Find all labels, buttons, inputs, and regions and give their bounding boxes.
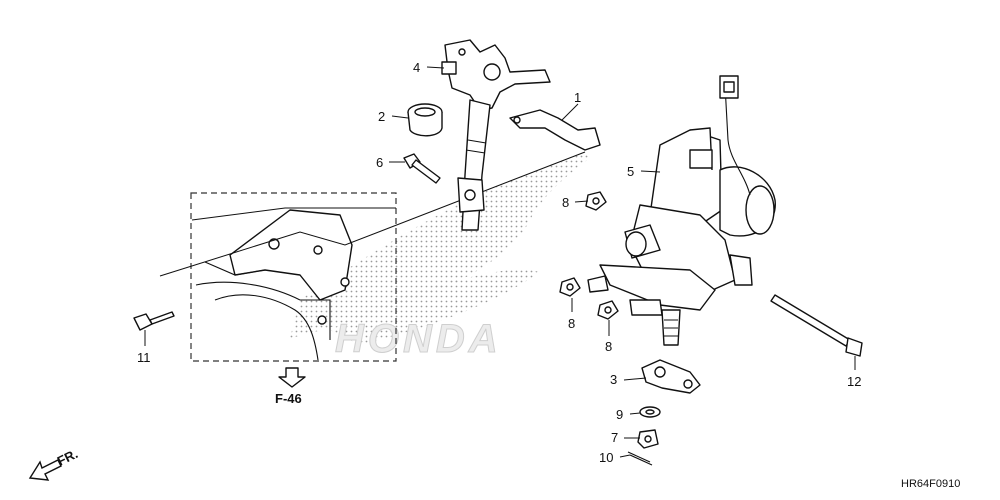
down-arrow-icon <box>278 367 306 388</box>
reference-f46[interactable]: F-46 <box>275 367 306 406</box>
callout-6: 6 <box>376 155 383 170</box>
steering-bracket-part <box>441 39 551 111</box>
callout-12: 12 <box>847 374 861 389</box>
callout-7: 7 <box>611 430 618 445</box>
frame-reference-box <box>190 192 397 362</box>
callout-3: 3 <box>610 372 617 387</box>
reference-label: F-46 <box>275 391 302 406</box>
cotter-pin-part <box>627 451 653 466</box>
callout-2: 2 <box>378 109 385 124</box>
bolt-6-part <box>403 153 441 184</box>
pitman-arm-part <box>641 359 701 394</box>
front-arrow-icon <box>28 459 62 481</box>
honda-watermark-text: HONDA <box>335 317 502 361</box>
callout-10: 10 <box>599 450 613 465</box>
nut-8b-part <box>559 277 581 297</box>
eps-motor-unit-part <box>587 75 776 346</box>
callout-8c: 8 <box>605 339 612 354</box>
bolt-12-part <box>770 294 863 357</box>
nut-8a-part <box>585 191 607 211</box>
callout-11: 11 <box>137 350 151 365</box>
seal-ring-part <box>407 103 443 137</box>
front-indicator: FR. <box>28 446 80 481</box>
callout-1: 1 <box>574 90 581 105</box>
callout-8b: 8 <box>568 316 575 331</box>
nut-8c-part <box>597 300 619 320</box>
washer-9-part <box>639 406 661 418</box>
honda-wing-watermark: HONDA <box>290 152 590 362</box>
callout-9: 9 <box>616 407 623 422</box>
callout-5: 5 <box>627 164 634 179</box>
clamp-bracket-part <box>509 109 601 151</box>
steering-shaft-part <box>457 99 491 231</box>
nut-7-part <box>637 429 659 449</box>
bolt-11-part <box>133 311 175 331</box>
diagram-code: HR64F0910 <box>901 478 960 490</box>
callout-leaders <box>144 66 856 458</box>
callout-4: 4 <box>413 60 420 75</box>
callout-8a: 8 <box>562 195 569 210</box>
